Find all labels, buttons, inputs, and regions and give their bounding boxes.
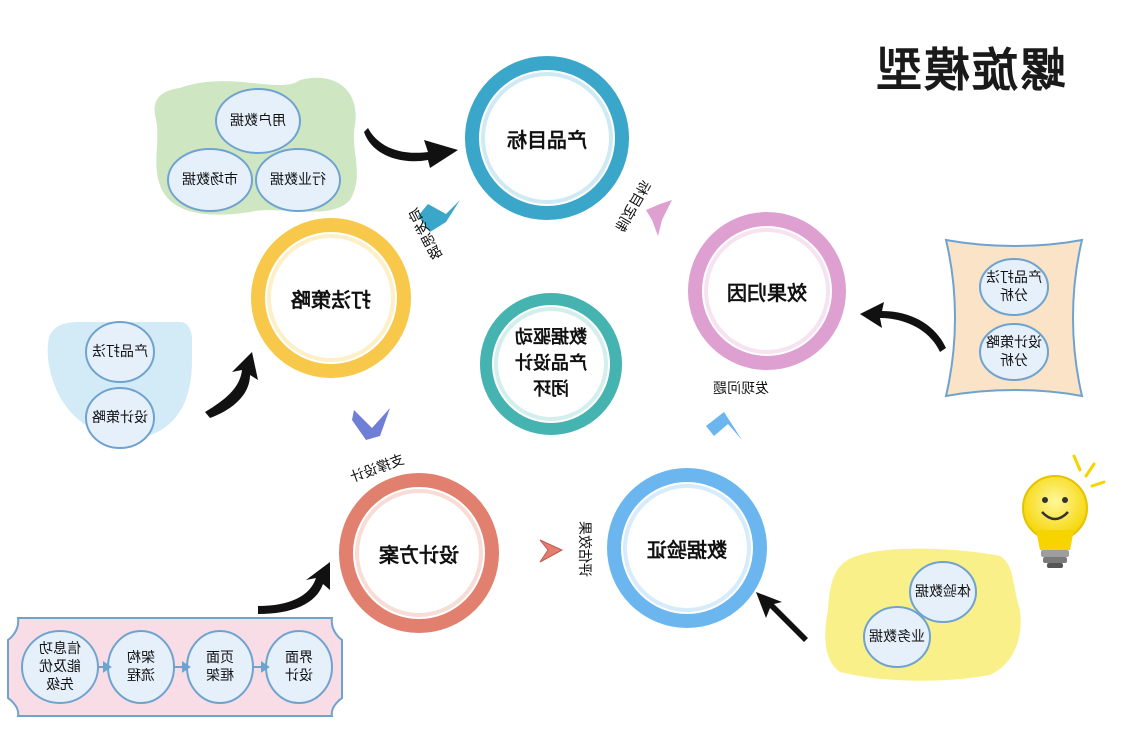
curved-arrow-icon xyxy=(205,128,946,642)
input-label-page-framework: 页面框架 xyxy=(206,650,234,684)
node-ring-strategy xyxy=(251,218,411,378)
chevron-icon xyxy=(352,200,742,563)
input-label-interface-design: 界面设计 xyxy=(285,650,313,684)
lightbulb-icon xyxy=(1022,454,1106,568)
input-label-user-data: 用户数据 xyxy=(230,113,286,129)
node-label-goal: 产品目标 xyxy=(507,127,587,152)
input-label-design-strategy-analysis: 设计策略分析 xyxy=(986,335,1042,369)
center-ring xyxy=(480,293,622,435)
input-bubble-design-strategy-analysis xyxy=(979,323,1049,381)
input-bubble-user-data xyxy=(215,88,301,154)
edge-label-find-problems: 发现问题 xyxy=(713,381,769,397)
input-label-design-strategy: 设计策略 xyxy=(92,410,148,426)
input-label-architecture-flow: 架构流程 xyxy=(127,650,155,684)
design-flow-arrows xyxy=(98,661,270,673)
edge-label-evaluate: 评估效果 xyxy=(576,521,592,577)
input-label-product-play: 产品打法 xyxy=(92,344,148,360)
center-label: 数据驱动 产品设计 闭环 xyxy=(515,327,587,400)
node-label-design: 设计方案 xyxy=(379,542,459,567)
node-ring-design xyxy=(339,473,499,633)
input-bubble-business-data xyxy=(863,606,931,668)
input-bubble-product-play-analysis xyxy=(979,258,1049,316)
input-label-info-priority: 信息功能及优先级 xyxy=(39,641,81,693)
page-title: 螺旋模型 xyxy=(874,43,1066,97)
input-label-product-play-analysis: 产品打法分析 xyxy=(986,270,1042,304)
input-bubble-market-data xyxy=(167,148,253,212)
input-label-industry-data: 行业数据 xyxy=(270,172,326,188)
input-label-business-data: 业务数据 xyxy=(869,629,925,645)
input-bubbles xyxy=(21,88,1049,704)
input-label-experience-data: 体验数据 xyxy=(915,584,971,600)
node-ring-goal xyxy=(465,56,629,220)
input-bubble-experience-data xyxy=(909,561,977,623)
node-label-attribution: 效果归因 xyxy=(727,280,807,305)
node-ring-attribution xyxy=(688,212,846,370)
input-label-market-data: 市场数据 xyxy=(182,172,238,188)
node-label-validation: 数据验证 xyxy=(647,537,727,562)
input-bubble-industry-data xyxy=(255,148,341,212)
node-ring-validation xyxy=(607,468,767,628)
input-bubble-design-strategy xyxy=(85,387,155,449)
input-bubble-product-play xyxy=(85,321,155,383)
node-label-strategy: 打法策略 xyxy=(291,287,371,312)
